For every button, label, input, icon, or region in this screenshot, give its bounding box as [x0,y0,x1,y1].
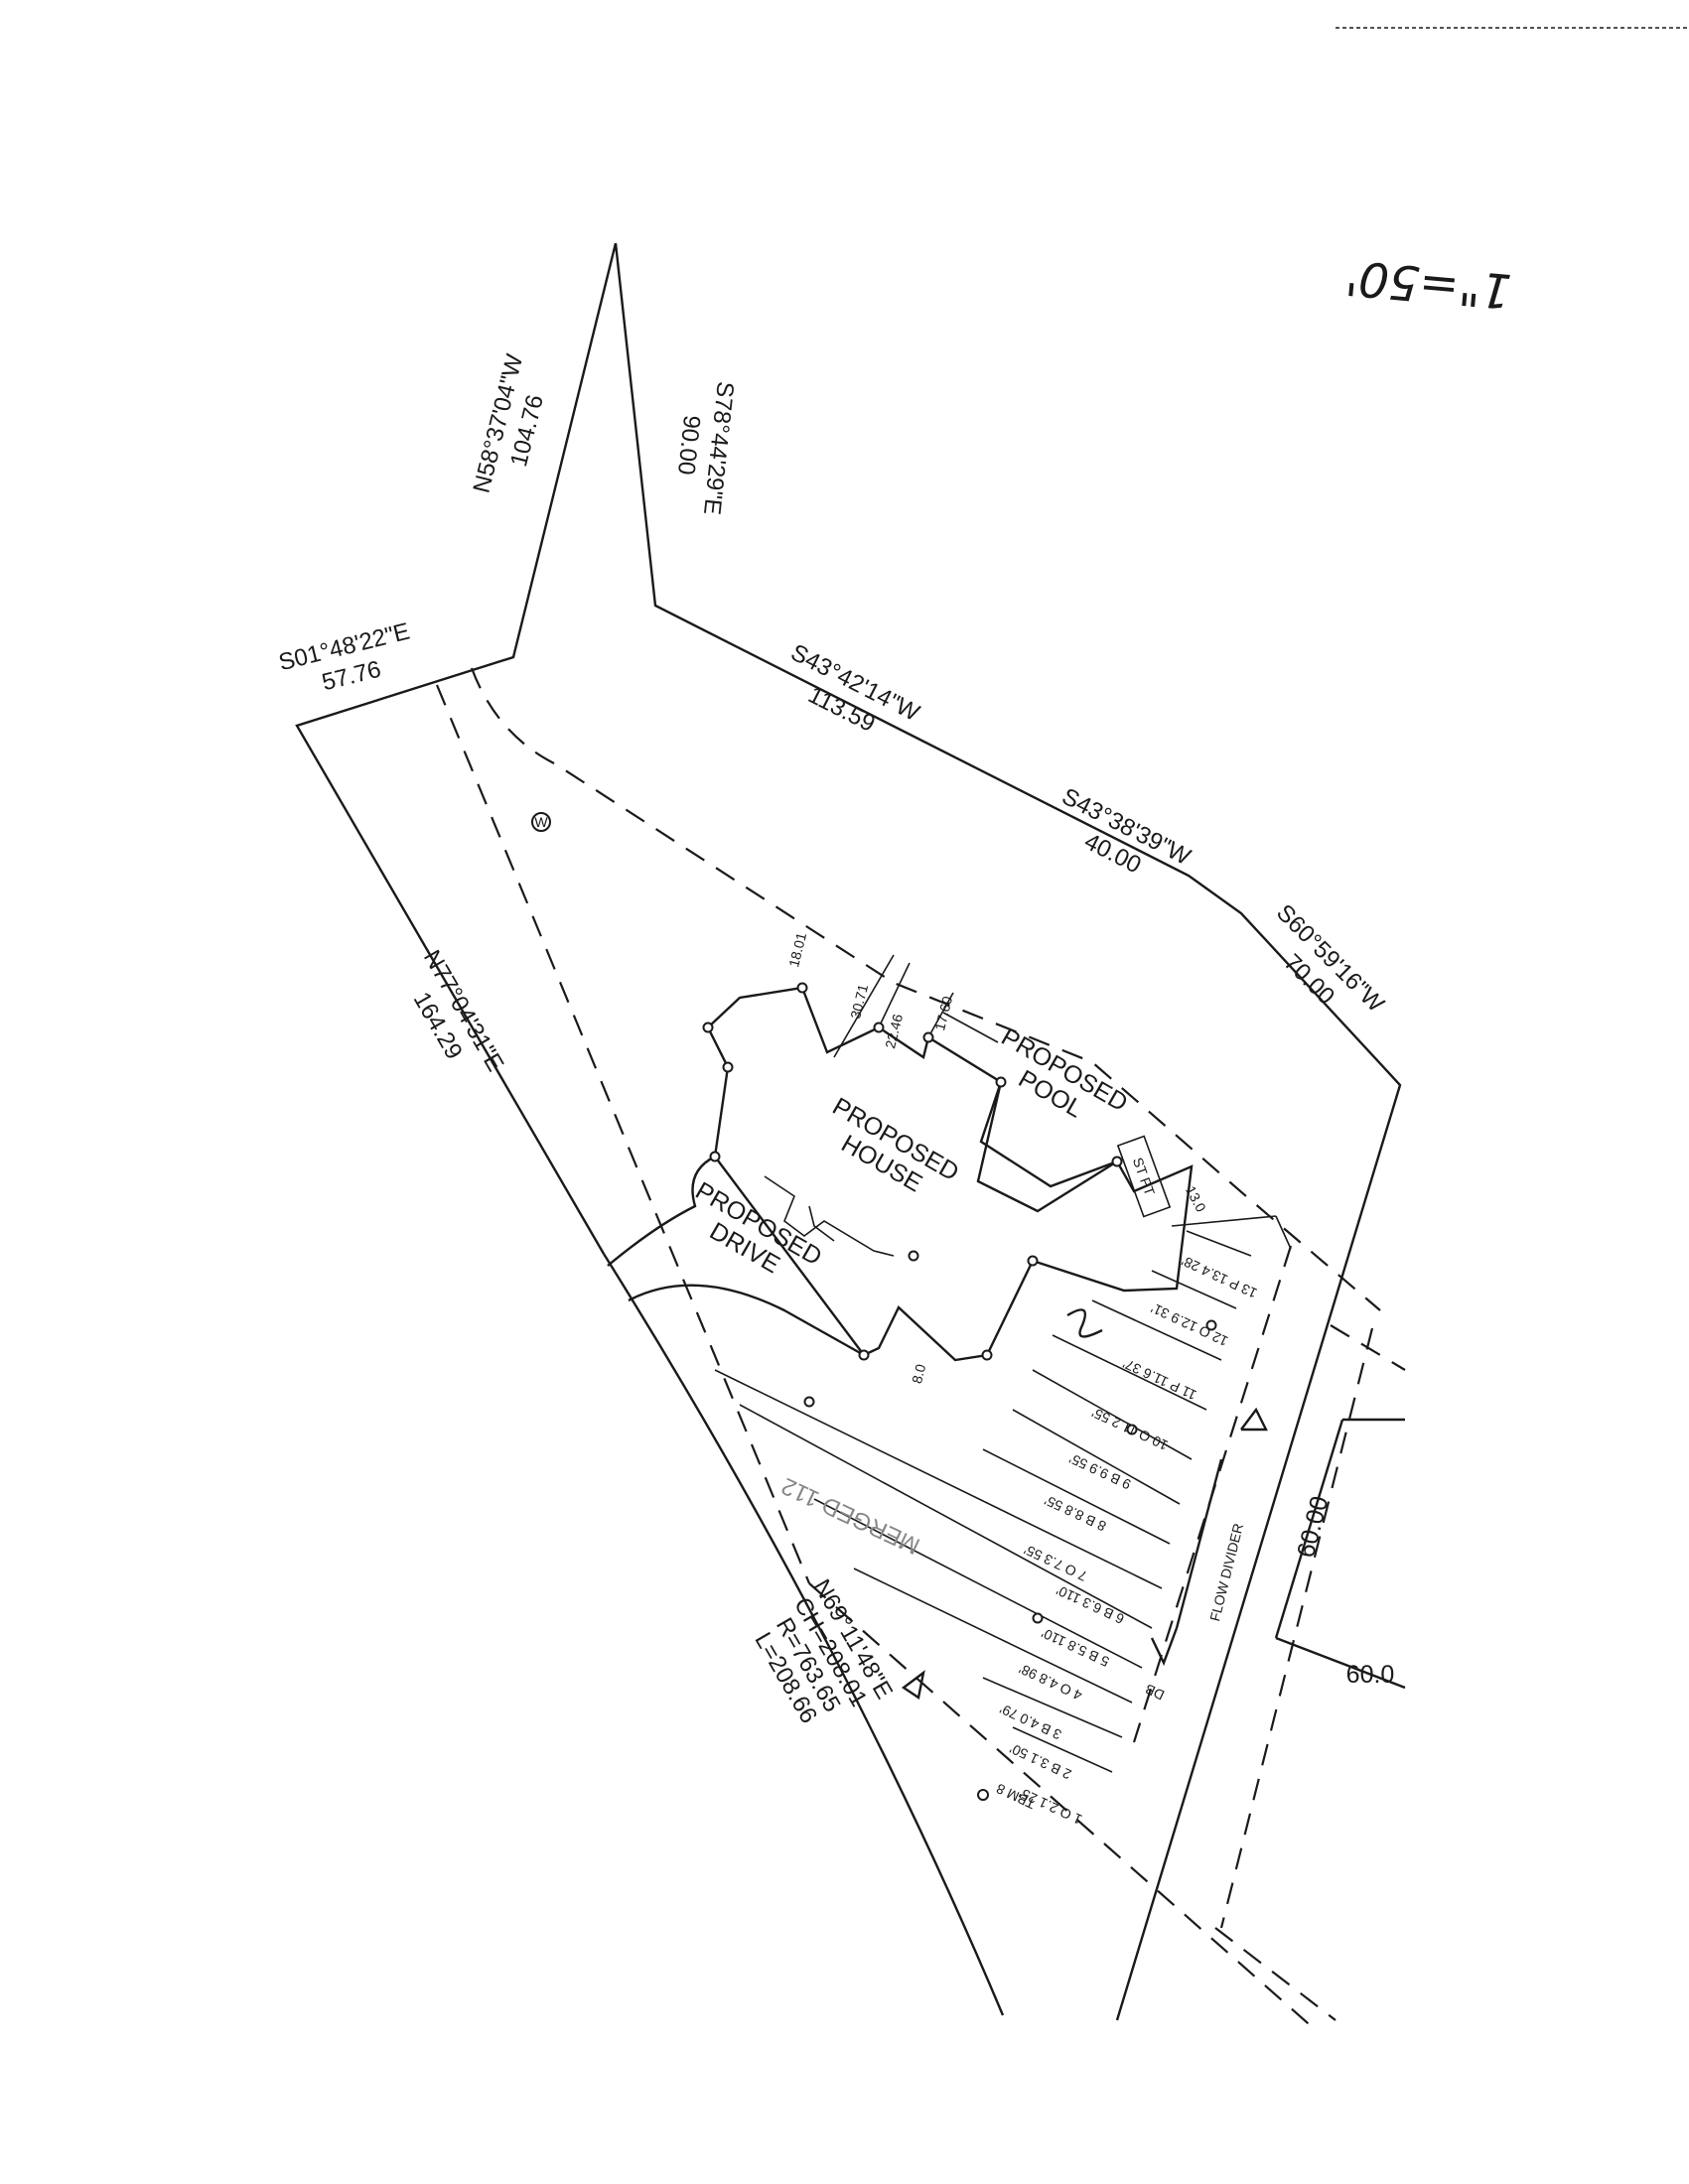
lateral-label-11: 11 P 11.6 37' [1120,1355,1198,1403]
bearing-b7: N77°04'31"E 164.29 [408,946,509,1076]
property-curve-boundary [602,1253,1005,2016]
bearing-b4: S43°42'14"W 113.59 [786,639,924,738]
dim-8: 8.0 [909,1362,928,1385]
driveway-north-edge [607,1155,716,1267]
st-pt-marker: ST PT [1116,1135,1172,1218]
distribution-box-arrow [1150,1627,1179,1667]
septic-laterals [714,1230,1252,1773]
distance-text: 90.00 [672,414,705,477]
curve-data: N69°11'48"E CH=208.01 R=763.65 L=208.66 [749,1574,898,1727]
st-pt-offset-tick [1275,1215,1292,1250]
lateral-label-12: 12 O 12.9 31' [1149,1300,1231,1350]
well-label: W [534,814,548,830]
flow-divider-line [1175,1458,1223,1629]
flow-divider-label: FLOW DIVIDER [1206,1522,1246,1623]
garage-notch [764,1175,895,1257]
pool-arrow [942,1012,999,1043]
lateral-label-6: 6 B 6.3 110' [1054,1582,1126,1627]
lateral-label-2: 2 B 3.1 50' [1007,1740,1073,1783]
bearing-b6: S60°59'16"W 70.00 [1271,899,1389,1018]
road-dash-upper [1330,1324,1406,1371]
distribution-box-label: DB [1143,1681,1167,1704]
proposed-house-outline [706,986,1194,1362]
driveway-south-edge [628,1284,865,1357]
road-width-label: 60.00 [1292,1493,1334,1560]
bearing-text: S78°44'29"E [698,380,739,516]
entry-notch [808,1205,835,1242]
lateral-label-3: 3 B 4.0 79' [997,1701,1063,1743]
hand-mark-upper [1066,1308,1103,1338]
bearing-b3: S01°48'22"E 57.76 [276,617,412,696]
dimension-line-22 [878,962,911,1028]
tbm-label: TBM 8 [994,1780,1038,1812]
faint-hand-note: MERGED 112 [777,1472,924,1560]
bearing-b1: N58°37'04"W 104.76 [469,351,549,495]
property-boundary [614,242,1402,2021]
lateral-label-8: 8 B 8.8 55' [1042,1492,1108,1535]
road-dash-end [1214,1927,1337,2021]
dimension-line-17 [927,992,954,1038]
road-width-label-2: 60.0 [1346,1661,1395,1689]
proposed-pool-outline [979,1081,1118,1188]
hand-mark-road [1240,1407,1268,1432]
dim-18: 18.01 [785,931,809,969]
lateral-labels: 13 P 13.4 28' 12 O 12.9 31' 11 P 11.6 37… [997,1253,1259,1828]
lateral-label-10: 10 O 11.2 55' [1089,1405,1171,1453]
hand-mark-lower [901,1670,925,1700]
road-centerline [1219,1327,1374,1929]
road-edge-mid [1274,1419,1344,1639]
drive-label: PROPOSED DRIVE [691,1176,827,1279]
bearing-b2: S78°44'29"E 90.00 [672,380,739,516]
scale-note: 1"=50' [1343,249,1513,319]
dimension-line-18 [833,954,895,1058]
house-label: PROPOSED HOUSE [828,1092,964,1197]
survey-points [702,982,1217,1801]
property-boundary-west [295,242,618,1255]
st-pt-box [1116,1135,1172,1218]
well-symbol [531,812,551,832]
road-edge-lower [1275,1636,1406,1690]
setback-line-west [435,684,811,1584]
lateral-label-13: 13 P 13.4 28' [1179,1253,1259,1301]
setback-line-south [808,1582,1317,2031]
st-pt-offset-line [1171,1215,1277,1227]
setback-line-north [470,667,1381,1311]
